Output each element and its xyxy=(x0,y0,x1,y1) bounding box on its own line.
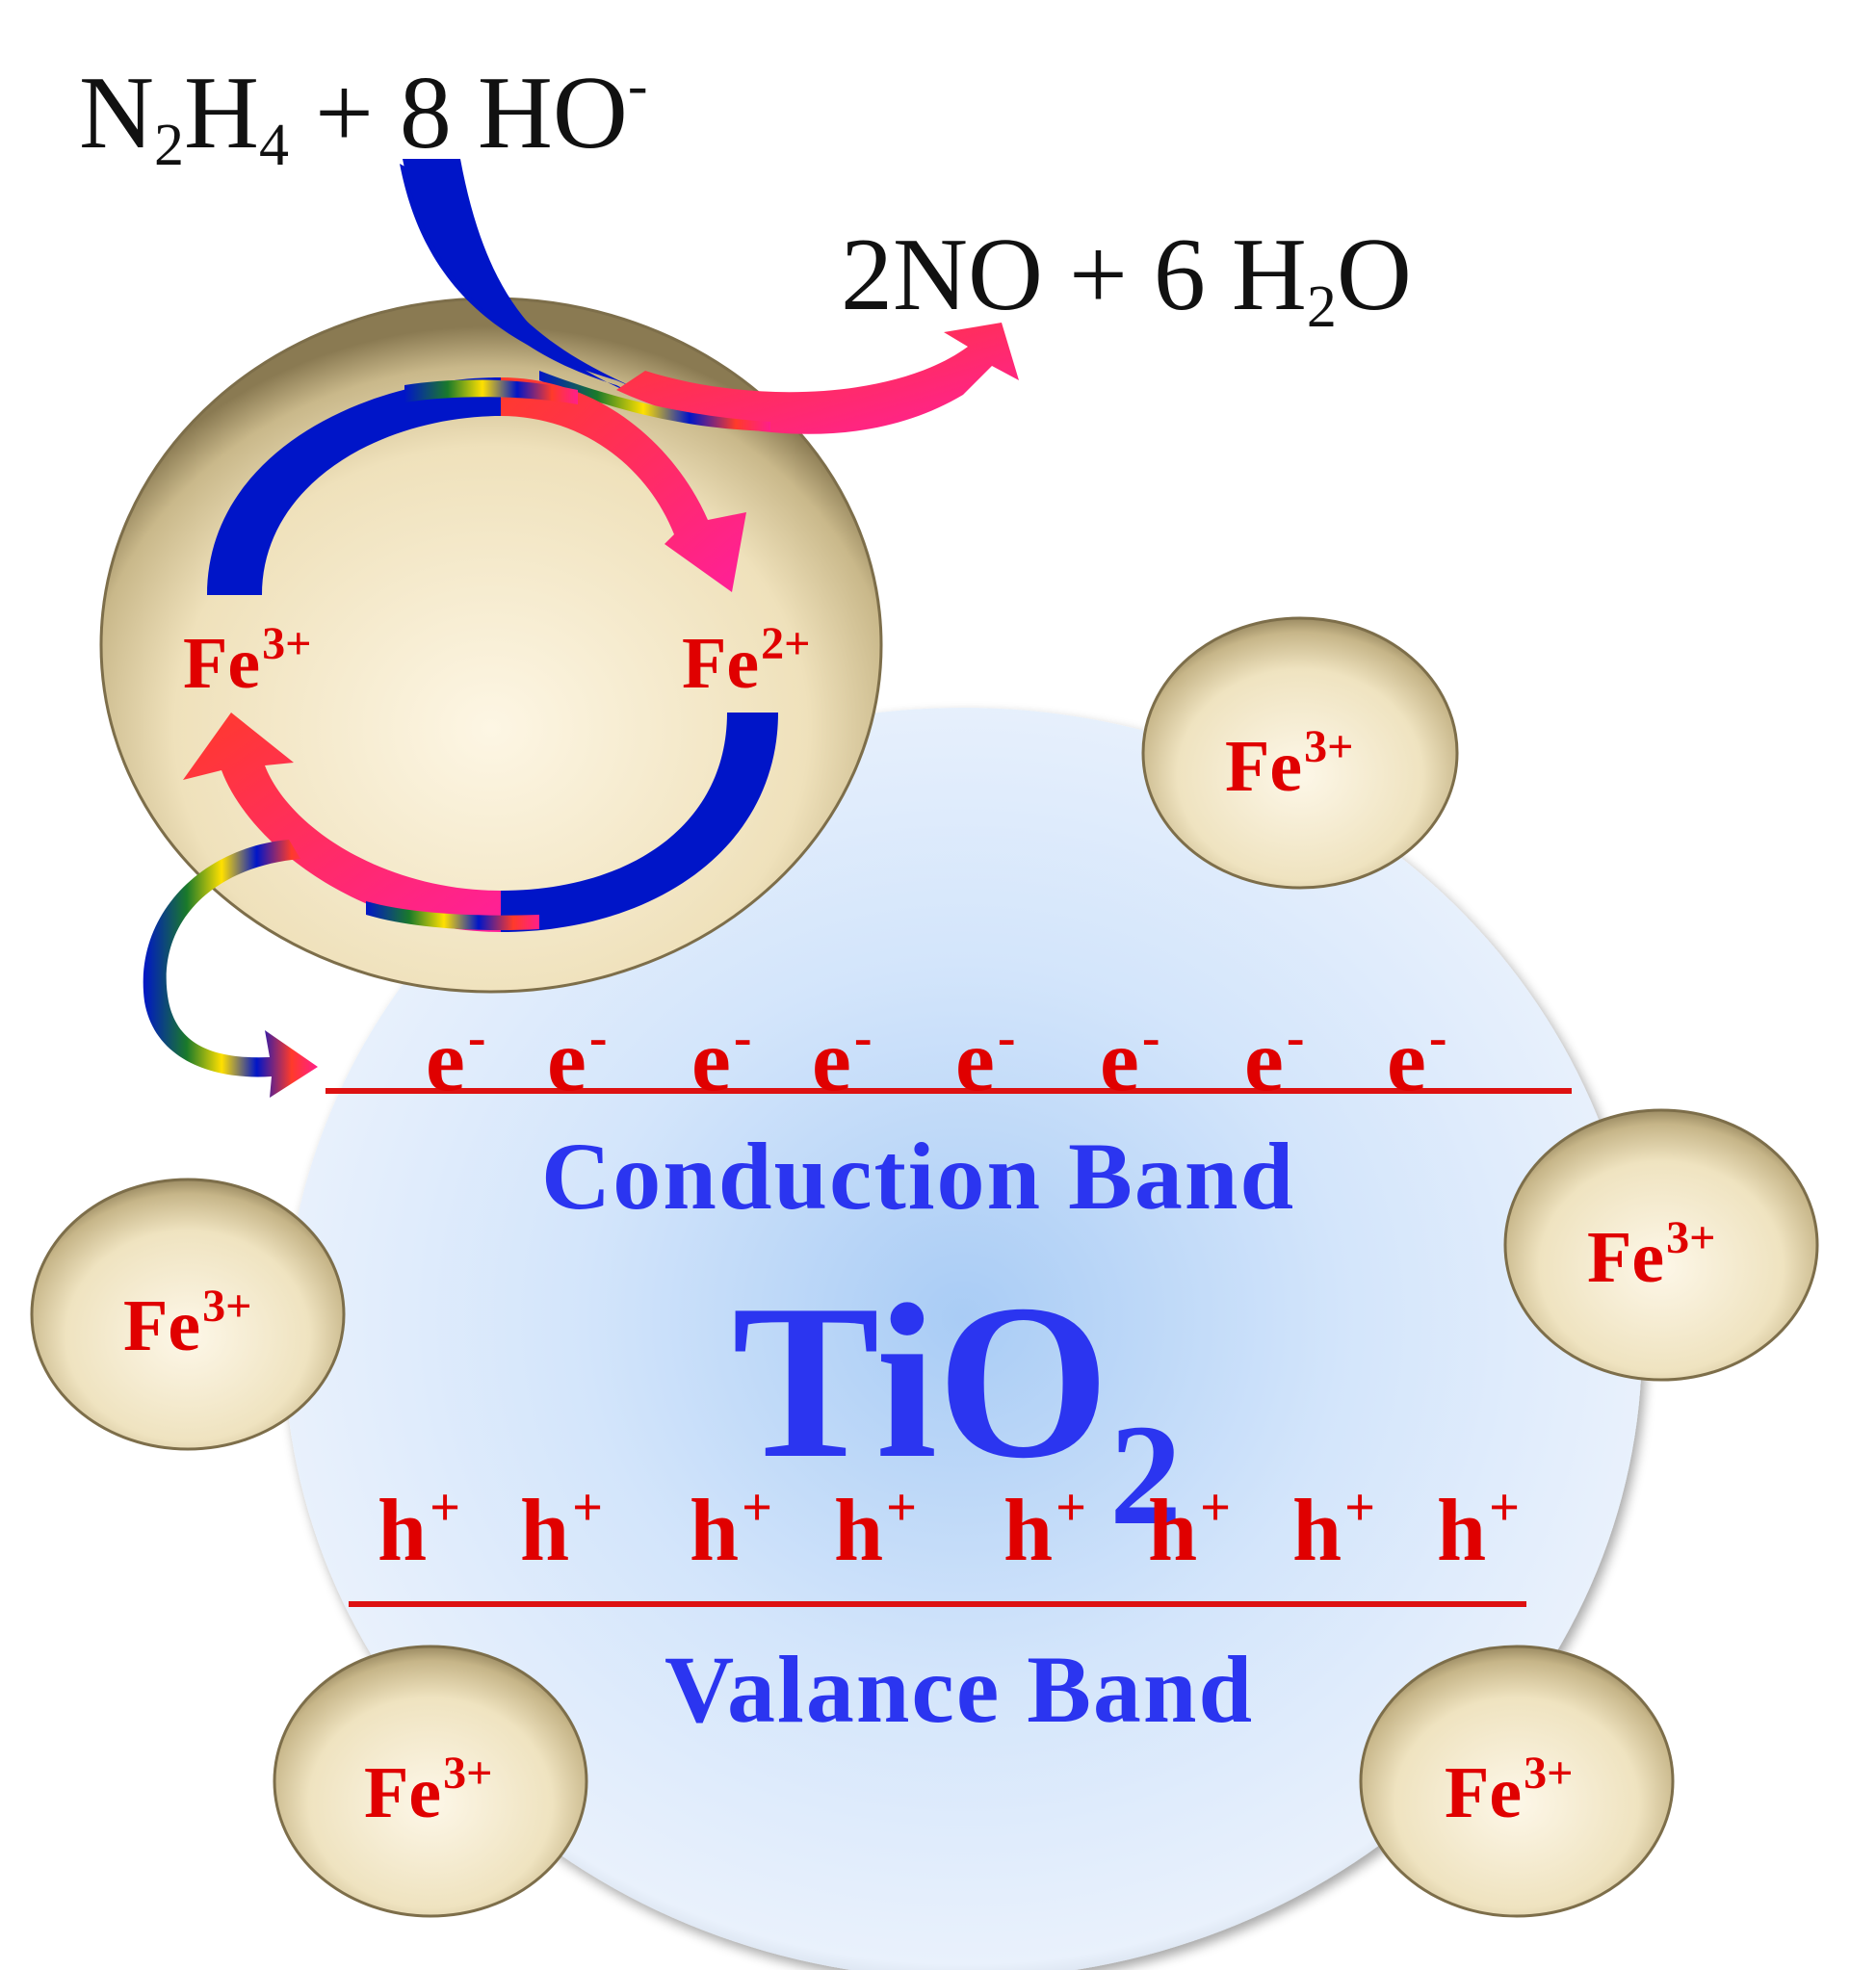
cycle-arrow-top-blue xyxy=(207,377,501,595)
cycle-arrow-top-magenta xyxy=(501,377,746,592)
cycle-arrow-bottom-blue xyxy=(501,713,778,932)
hole: h+ xyxy=(378,1478,461,1579)
cycle-arrow-top-rainbow xyxy=(404,379,578,404)
fe2-cycle-label: Fe2+ xyxy=(682,618,811,704)
electron: e- xyxy=(812,1008,873,1109)
hole: h+ xyxy=(690,1478,773,1579)
hydrazine-input-arrow-tail xyxy=(403,159,636,395)
product-output-arrow-band xyxy=(539,371,770,431)
hydroxide-formula: 8 HO- xyxy=(399,53,648,170)
hole: h+ xyxy=(1148,1478,1232,1579)
fe3-particle-label: Fe3+ xyxy=(1445,1748,1574,1833)
fe-particle-bottom-right xyxy=(1359,1645,1675,1918)
electron: e- xyxy=(426,1008,486,1109)
electron: e- xyxy=(1387,1008,1447,1109)
hole: h+ xyxy=(1437,1478,1521,1579)
fe3-particle-label: Fe3+ xyxy=(1587,1212,1716,1298)
fe-particle-right xyxy=(1503,1108,1819,1382)
fe-particle-left xyxy=(30,1178,346,1451)
product-output-arrow xyxy=(616,323,1019,434)
electron: e- xyxy=(691,1008,752,1109)
nitric-oxide-formula: 2NO xyxy=(841,218,1043,332)
fe3-particle-label: Fe3+ xyxy=(364,1748,493,1833)
fe-particle-bottom-left xyxy=(273,1645,588,1918)
cycle-arrow-bottom-rainbow xyxy=(366,901,539,931)
reactants-equation: N2H4 + 8 HO- xyxy=(79,56,648,175)
fe3-particle-label: Fe3+ xyxy=(123,1281,252,1366)
reactants-plus: + xyxy=(315,56,374,170)
fe3-cycle-label: Fe3+ xyxy=(183,618,312,704)
hole: h+ xyxy=(1003,1478,1087,1579)
fe3-particle-label: Fe3+ xyxy=(1225,721,1354,807)
fe-particle-top-right xyxy=(1141,616,1459,890)
products-plus: + xyxy=(1069,218,1128,332)
hole: h+ xyxy=(834,1478,918,1579)
water-formula: 6 H2O xyxy=(1153,218,1412,340)
electron-transfer-arrow xyxy=(143,840,318,1098)
hole: h+ xyxy=(1292,1478,1376,1579)
hole: h+ xyxy=(520,1478,604,1579)
electron: e- xyxy=(1244,1008,1305,1109)
electron: e- xyxy=(547,1008,608,1109)
valence-band-label: Valance Band xyxy=(664,1636,1255,1743)
electron: e- xyxy=(1100,1008,1160,1109)
hydrazine-formula: N2H4 xyxy=(79,56,289,178)
cycle-arrow-bottom-magenta xyxy=(183,713,501,932)
tio2-label: TiO2 xyxy=(732,1258,1183,1555)
products-equation: 2NO + 6 H2O xyxy=(841,223,1412,338)
electron: e- xyxy=(955,1008,1016,1109)
tio2-particle xyxy=(284,708,1642,1970)
conduction-band-label: Conduction Band xyxy=(541,1123,1296,1230)
